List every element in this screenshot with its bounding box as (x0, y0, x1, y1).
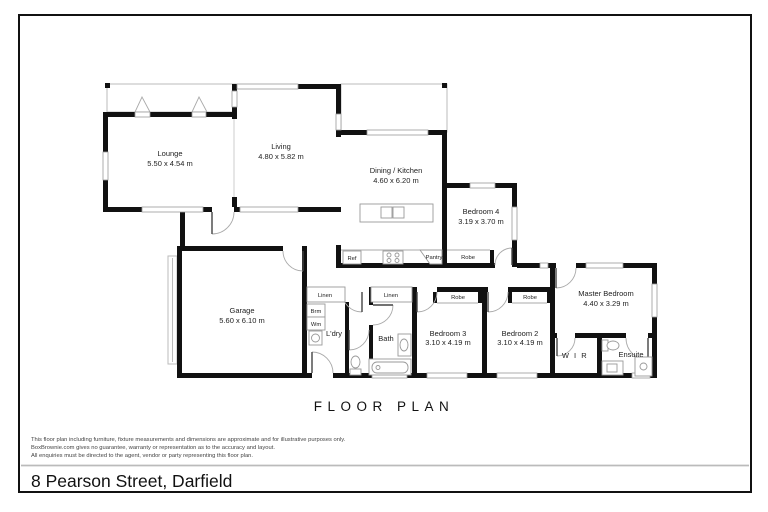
room-label-garage: Garage (229, 306, 254, 315)
room-dims-master-bedroom: 4.40 x 3.29 m (583, 299, 628, 308)
sink-icon (380, 206, 393, 219)
disclaimer-line-2: BoxBrownie.com gives no guarantee, warra… (31, 445, 275, 451)
room-dims-bedroom4: 3.19 x 3.70 m (458, 217, 503, 226)
bath-vanity-icon (397, 333, 412, 357)
room-dims-bedroom3: 3.10 x 4.19 m (425, 338, 470, 347)
closet-label-broom: Brm (311, 309, 322, 315)
room-dims-bedroom2: 3.10 x 4.19 m (497, 338, 542, 347)
room-dims-garage: 5.60 x 6.10 m (219, 316, 264, 325)
address-text: 8 Pearson Street, Darfield (31, 471, 232, 491)
bathtub-icon (368, 358, 412, 376)
closet-label-pantry: Pantry (426, 255, 443, 261)
floor-plan-title: FLOOR PLAN (314, 399, 455, 414)
fixtures (306, 203, 653, 377)
closet-label-robe-bed2: Robe (523, 295, 537, 301)
closet-label-robe-bed3: Robe (451, 295, 465, 301)
linen-closet-box (370, 286, 413, 303)
ensuite-vanity-icon (601, 360, 624, 376)
pantry-corner (419, 249, 443, 265)
closet-label-linen-hall: Linen (318, 293, 332, 299)
room-label-living: Living (271, 142, 291, 151)
room-label-bedroom3: Bedroom 3 (430, 329, 467, 338)
closet-labels: Ref Pantry Robe Linen Linen Robe Robe Br… (311, 255, 537, 328)
page-border (18, 14, 752, 493)
stove-icon (382, 250, 404, 265)
room-dims-lounge: 5.50 x 4.54 m (147, 159, 192, 168)
shower-icon (634, 356, 653, 377)
closet-label-linen-bath: Linen (384, 293, 398, 299)
room-dims-dining-kitchen: 4.60 x 6.20 m (373, 176, 418, 185)
toilet-ensuite-icon (601, 339, 620, 352)
porch-post-icon (191, 95, 208, 113)
linen-closet-box (306, 286, 346, 303)
closet-label-wm: Wm (311, 322, 321, 328)
disclaimer-line-3: All enquiries must be directed to the ag… (31, 453, 253, 459)
disclaimer: This floor plan including furniture, fix… (31, 437, 346, 459)
patio-outlines (105, 83, 448, 365)
room-label-laundry: L'dry (326, 329, 342, 338)
washing-machine-box (306, 316, 326, 331)
room-label-master-bedroom: Master Bedroom (578, 289, 633, 298)
room-label-bedroom2: Bedroom 2 (502, 329, 539, 338)
toilet-wc-icon (349, 355, 362, 376)
porch-post-icon (134, 95, 151, 113)
room-label-dining-kitchen: Dining / Kitchen (370, 166, 423, 175)
room-dims-living: 4.80 x 5.82 m (258, 152, 303, 161)
room-label-wir: W I R (562, 351, 588, 360)
fridge-icon (342, 250, 362, 265)
room-label-bedroom4: Bedroom 4 (463, 207, 500, 216)
room-label-ensuite: Ensuite (618, 350, 643, 359)
walls (103, 84, 657, 378)
room-labels: Lounge 5.50 x 4.54 m Living 4.80 x 5.82 … (147, 142, 643, 360)
disclaimer-line-1: This floor plan including furniture, fix… (31, 437, 346, 443)
room-label-bath: Bath (378, 334, 393, 343)
room-label-lounge: Lounge (157, 149, 182, 158)
dishwasher-icon (392, 206, 405, 219)
closet-label-robe-bed4: Robe (461, 255, 475, 261)
closet-label-ref: Ref (347, 256, 356, 262)
